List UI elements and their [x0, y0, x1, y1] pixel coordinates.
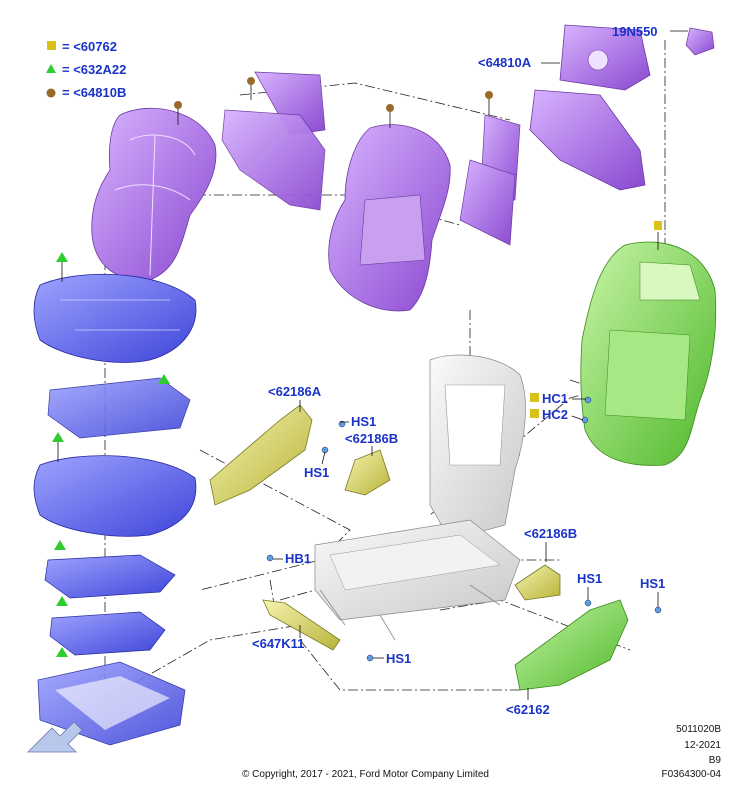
seat-back-cover-left — [91, 101, 217, 281]
legend: = <60762 = <632A22 = <64810B — [46, 39, 126, 100]
label-hc2: HC2 — [542, 407, 568, 422]
label-hs1-e: HS1 — [386, 651, 411, 666]
fastener-marker-circle — [247, 77, 255, 85]
label-hs1-b: HS1 — [304, 465, 329, 480]
seat-cushion-sheet-2 — [49, 596, 166, 656]
triangle-icon — [56, 647, 68, 657]
seat-frame — [314, 354, 526, 641]
legend-item-64810b: = <64810B — [62, 85, 126, 100]
label-62186b-top: <62186B — [345, 431, 398, 446]
fastener-marker-circle — [386, 104, 394, 112]
side-trim-62186a — [209, 404, 313, 506]
label-hs1-d: HS1 — [640, 576, 665, 591]
fasteners — [266, 396, 662, 662]
label-hc1: HC1 — [542, 391, 568, 406]
fastener-marker-circle — [174, 101, 182, 109]
label-62186b-bottom: <62186B — [524, 526, 577, 541]
backrest-shell — [580, 221, 717, 466]
triangle-icon — [158, 374, 170, 384]
seat-cushion-frame — [37, 647, 186, 746]
label-hs1-c: HS1 — [577, 571, 602, 586]
figure-number: F0364300-04 — [661, 769, 722, 780]
label-hb1: HB1 — [285, 551, 311, 566]
front-direction-arrow-icon — [27, 721, 83, 753]
side-trim-62186b-lower — [514, 564, 561, 601]
label-64810a: <64810A — [478, 55, 532, 70]
headrest-frame-part — [529, 24, 651, 191]
seat-cushion-lower — [33, 432, 197, 537]
label-19n550: 19N550 — [612, 24, 658, 39]
label-647k11: <647K11 — [252, 636, 304, 651]
catalog-date: 12-2021 — [684, 740, 721, 751]
clip-19n550 — [685, 27, 715, 56]
triangle-icon — [52, 432, 64, 442]
catalog-code: 5011020B — [676, 724, 721, 735]
label-62162: <62162 — [506, 702, 550, 717]
legend-item-60762: = <60762 — [62, 39, 117, 54]
seat-cushion-sheet-1 — [44, 540, 176, 599]
seat-cushion-top — [33, 252, 197, 363]
seat-back-cover-center — [328, 104, 451, 312]
legend-item-632a22: = <632A22 — [62, 62, 126, 77]
label-hs1-a: HS1 — [351, 414, 376, 429]
fastener-marker-circle — [485, 91, 493, 99]
label-62186a: <62186A — [268, 384, 322, 399]
square-icon — [530, 393, 539, 402]
side-trim-647k11 — [262, 599, 341, 651]
square-icon — [47, 41, 56, 50]
copyright-notice: © Copyright, 2017 - 2021, Ford Motor Com… — [242, 769, 489, 780]
part-labels: 19N550 <64810A <62186A HS1 <62186B HS1 H… — [252, 24, 688, 717]
seat-cushion-pad — [47, 374, 191, 439]
catalog-revision: B9 — [708, 755, 721, 766]
circle-icon — [46, 88, 56, 98]
square-icon — [654, 221, 662, 230]
side-shield-62162 — [514, 599, 629, 691]
seat-back-panel-left — [221, 71, 326, 211]
seat-back-panel-center — [459, 91, 521, 246]
triangle-icon — [46, 64, 56, 73]
triangle-icon — [56, 252, 68, 262]
triangle-icon — [54, 540, 66, 550]
side-trim-62186b-upper — [344, 449, 391, 496]
square-icon — [530, 409, 539, 418]
triangle-icon — [56, 596, 68, 606]
